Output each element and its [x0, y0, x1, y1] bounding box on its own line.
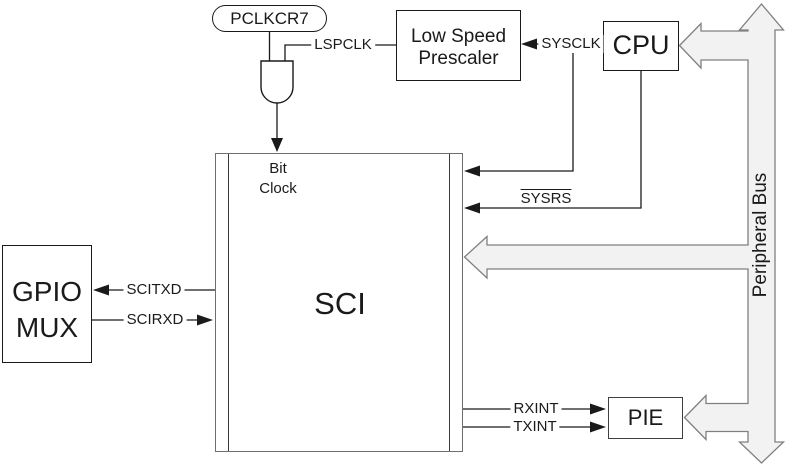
signal-label-scitxd: SCITXD [123, 281, 185, 299]
arrowhead-sysclk-left [521, 38, 537, 50]
signal-label-txint: TXINT [510, 418, 560, 436]
pie-label: PIE [627, 405, 664, 431]
cpu-label: CPU [612, 30, 670, 61]
signal-label-lspclk: LSPCLK [311, 36, 375, 54]
bit-clock-line2: Clock [259, 180, 297, 197]
arrowhead-sysclk-into-sci [464, 165, 480, 177]
peripheral-bus-label: Peripheral Bus [750, 172, 771, 298]
signal-label-sysrs: SYSRS [520, 190, 572, 207]
arrowhead-scirxd-right [197, 314, 213, 326]
bus-to-cpu-arrow [679, 23, 752, 68]
bus-to-sci-arrow-outline [463, 235, 749, 280]
bus-to-pie-arrow [684, 395, 752, 440]
gpio-mux-label-line1: GPIO [11, 276, 82, 308]
gpio-mux-label-line2: MUX [15, 312, 79, 343]
bus-to-pie-arrow-outline [683, 393, 749, 442]
prescaler-label-line2: Prescaler [418, 47, 499, 69]
cpu-block: CPU [603, 21, 679, 71]
arrowhead-rxint-right [590, 403, 606, 415]
bit-clock-label: Bit Clock [259, 159, 297, 199]
sci-label: SCI [314, 286, 366, 322]
peripheral-bus-arrow [737, 2, 786, 464]
pclkcr7-register-block: PCLKCR7 [212, 5, 327, 32]
pie-block: PIE [608, 397, 683, 439]
gpio-mux-block: GPIO MUX [2, 245, 92, 363]
and-gate-icon [260, 60, 294, 104]
sci-left-inner-border [228, 154, 230, 451]
sci-block: Bit Clock SCI [215, 153, 463, 452]
arrowhead-bit-clock-down [271, 138, 283, 152]
arrowhead-scitxd-left [93, 284, 109, 296]
prescaler-label-line1: Low Speed [410, 25, 507, 47]
arrowhead-sysrs-into-sci [464, 202, 480, 214]
bit-clock-line1: Bit [269, 160, 287, 177]
bus-to-cpu-arrow-outline [678, 21, 749, 70]
signal-label-scirxd: SCIRXD [123, 311, 187, 329]
sci-right-inner-border [448, 154, 450, 451]
arrowheads [93, 38, 606, 433]
pclkcr7-label: PCLKCR7 [230, 8, 309, 28]
arrowhead-txint-right [590, 421, 606, 433]
bus-to-sci-arrow [464, 236, 752, 278]
signal-label-sysclk: SYSCLK [538, 35, 604, 53]
low-speed-prescaler-block: Low Speed Prescaler [396, 10, 521, 81]
signal-label-rxint: RXINT [510, 400, 562, 418]
